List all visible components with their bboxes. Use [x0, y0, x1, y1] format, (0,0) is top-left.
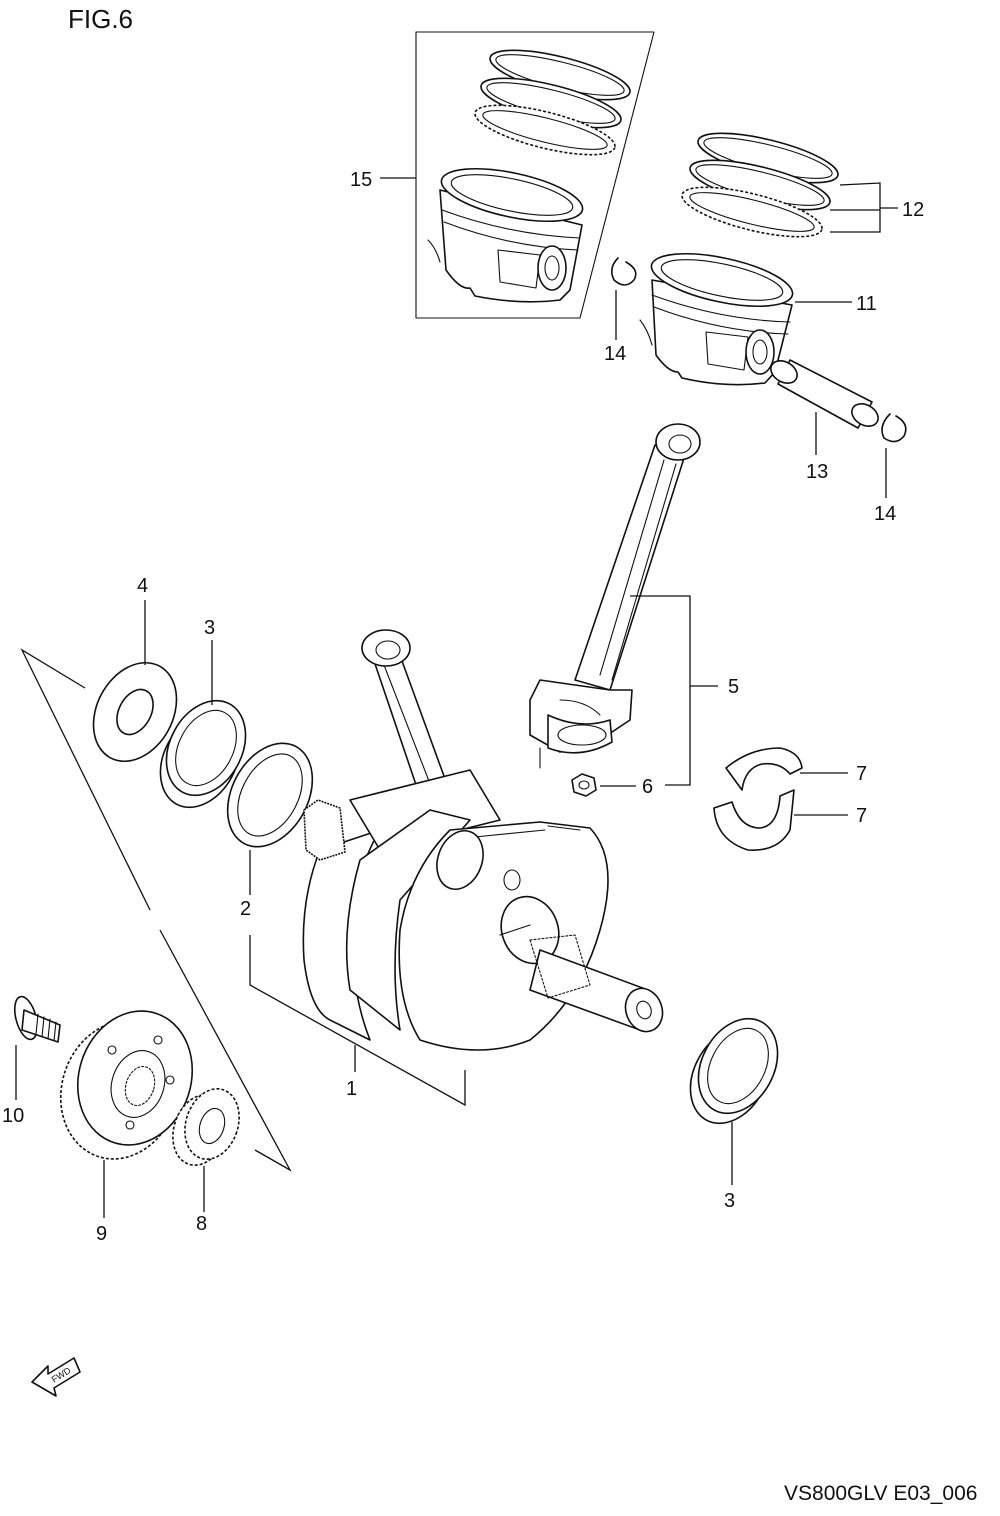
callout-12: 12 [902, 199, 924, 221]
callout-7b: 7 [856, 805, 867, 827]
piston-rings-12: 12 [681, 132, 924, 238]
piston-pin-13: 13 [770, 359, 879, 483]
crankshaft-1: 1 [249, 629, 664, 1107]
callout-8: 8 [196, 1213, 207, 1235]
piston-set-group: 15 [350, 31, 655, 319]
figure-code: VS800GLV E03_006 [784, 1482, 977, 1505]
figure-title: FIG.6 [68, 4, 133, 34]
piston-set-piston [427, 167, 584, 303]
washer-4: 4 [92, 575, 178, 763]
bearing-3-right: 3 [689, 1017, 779, 1212]
callout-6: 6 [642, 776, 653, 798]
circlip-14-right: 14 [874, 413, 907, 525]
gear-8: 8 [172, 1088, 240, 1235]
callout-2: 2 [240, 898, 251, 920]
callout-1: 1 [346, 1078, 357, 1100]
conrod-bearing-7-upper: 7 [725, 747, 867, 791]
bolt-10: 10 [2, 995, 61, 1127]
piston-set-box [415, 31, 655, 319]
circlip-14-left: 14 [604, 257, 637, 365]
nut-6: 6 [571, 773, 653, 798]
callout-5: 5 [728, 676, 739, 698]
callout-15: 15 [350, 169, 372, 191]
callout-9: 9 [96, 1223, 107, 1245]
fwd-arrow-icon: FWD [31, 1357, 81, 1397]
callout-3b: 3 [724, 1190, 735, 1212]
bearing-3-left: 3 [159, 617, 247, 809]
callout-13: 13 [806, 461, 828, 483]
callout-4: 4 [137, 575, 148, 597]
callout-10: 10 [2, 1105, 24, 1127]
piston-set-rings [474, 49, 631, 156]
callout-7a: 7 [856, 763, 867, 785]
gear-9: 9 [59, 1010, 194, 1245]
callout-14a: 14 [604, 343, 626, 365]
piston-11: 11 [639, 252, 877, 386]
callout-11: 11 [856, 293, 877, 315]
conrod-bearing-7-lower: 7 [713, 789, 867, 851]
callout-14b: 14 [874, 503, 896, 525]
gear-group-frame [20, 648, 292, 1172]
callout-3a: 3 [204, 617, 215, 639]
conrod-5: 5 [529, 423, 739, 786]
